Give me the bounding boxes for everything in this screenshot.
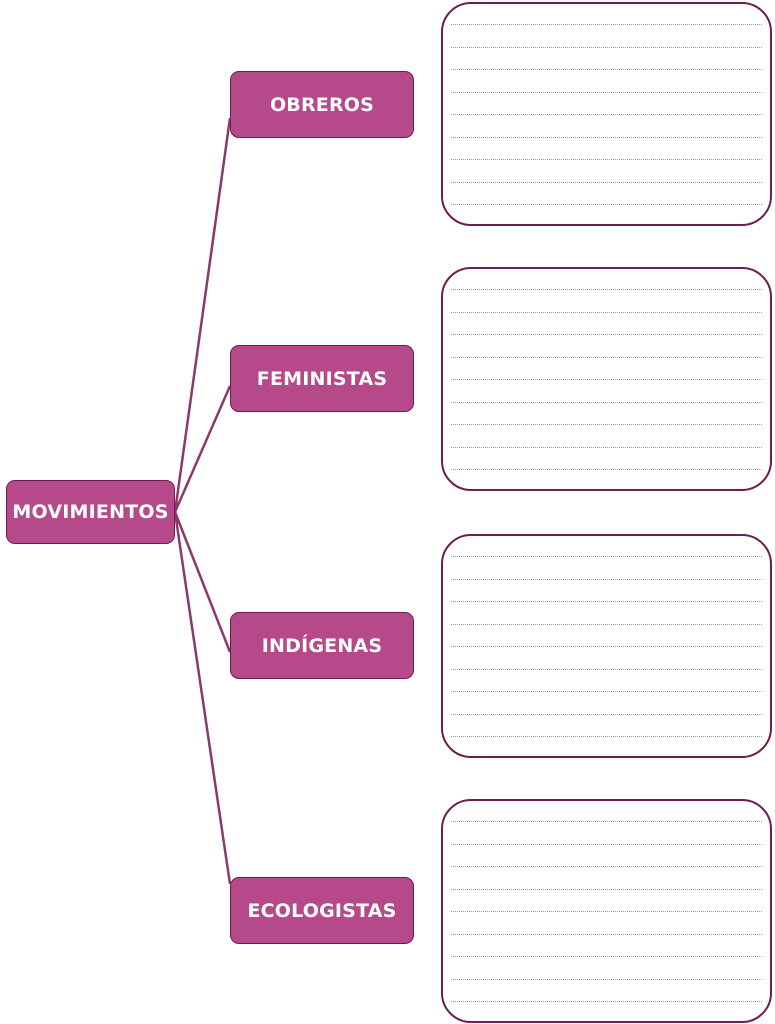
ruled-writing-line xyxy=(451,356,762,358)
ruled-writing-line xyxy=(451,136,762,138)
ruled-writing-line xyxy=(451,69,762,70)
ruled-writing-line xyxy=(451,821,762,822)
branch-node-label: INDÍGENAS xyxy=(261,634,383,657)
ruled-writing-line xyxy=(451,46,762,48)
branch-node-indigenas: INDÍGENAS xyxy=(230,612,414,679)
answer-box-indigenas[interactable] xyxy=(441,534,772,758)
connector-feministas xyxy=(173,385,232,513)
answer-box-feministas[interactable] xyxy=(441,267,772,491)
ruled-writing-line xyxy=(451,646,762,647)
ruled-writing-line xyxy=(451,866,762,867)
ruled-writing-line xyxy=(451,311,762,313)
answer-box-obreros[interactable] xyxy=(441,2,772,226)
ruled-writing-line xyxy=(451,956,762,957)
root-node-movimientos: MOVIMIENTOS xyxy=(6,480,175,544)
ruled-writing-line xyxy=(451,1001,762,1002)
ruled-writing-line xyxy=(451,578,762,580)
ruled-writing-line xyxy=(451,379,762,380)
ruled-writing-line xyxy=(451,181,762,183)
connector-obreros xyxy=(173,117,232,513)
ruled-writing-line xyxy=(451,691,762,692)
connector-ecologistas xyxy=(173,511,232,885)
ruled-writing-line xyxy=(451,91,762,93)
ruled-writing-line xyxy=(451,114,762,115)
ruled-writing-line xyxy=(451,334,762,335)
branch-node-obreros: OBREROS xyxy=(230,71,414,138)
ruled-writing-line xyxy=(451,736,762,737)
ruled-writing-line xyxy=(451,978,762,980)
answer-box-ecologistas[interactable] xyxy=(441,799,772,1023)
ruled-writing-line xyxy=(451,204,762,205)
ruled-writing-line xyxy=(451,289,762,290)
branch-node-label: FEMINISTAS xyxy=(256,367,388,390)
ruled-writing-line xyxy=(451,933,762,935)
ruled-writing-line xyxy=(451,623,762,625)
connector-indigenas xyxy=(173,511,232,653)
ruled-writing-line xyxy=(451,24,762,25)
branch-node-feministas: FEMINISTAS xyxy=(230,345,414,412)
ruled-writing-line xyxy=(451,469,762,470)
branch-node-label: OBREROS xyxy=(269,93,375,116)
ruled-writing-line xyxy=(451,556,762,557)
branch-node-ecologistas: ECOLOGISTAS xyxy=(230,877,414,944)
ruled-writing-line xyxy=(451,843,762,845)
ruled-writing-line xyxy=(451,424,762,425)
branch-node-label: ECOLOGISTAS xyxy=(247,899,397,922)
ruled-writing-line xyxy=(451,159,762,160)
ruled-writing-line xyxy=(451,446,762,448)
ruled-writing-line xyxy=(451,888,762,890)
ruled-writing-line xyxy=(451,601,762,602)
root-node-label: MOVIMIENTOS xyxy=(12,501,169,523)
ruled-writing-line xyxy=(451,713,762,715)
ruled-writing-line xyxy=(451,401,762,403)
ruled-writing-line xyxy=(451,668,762,670)
ruled-writing-line xyxy=(451,911,762,912)
